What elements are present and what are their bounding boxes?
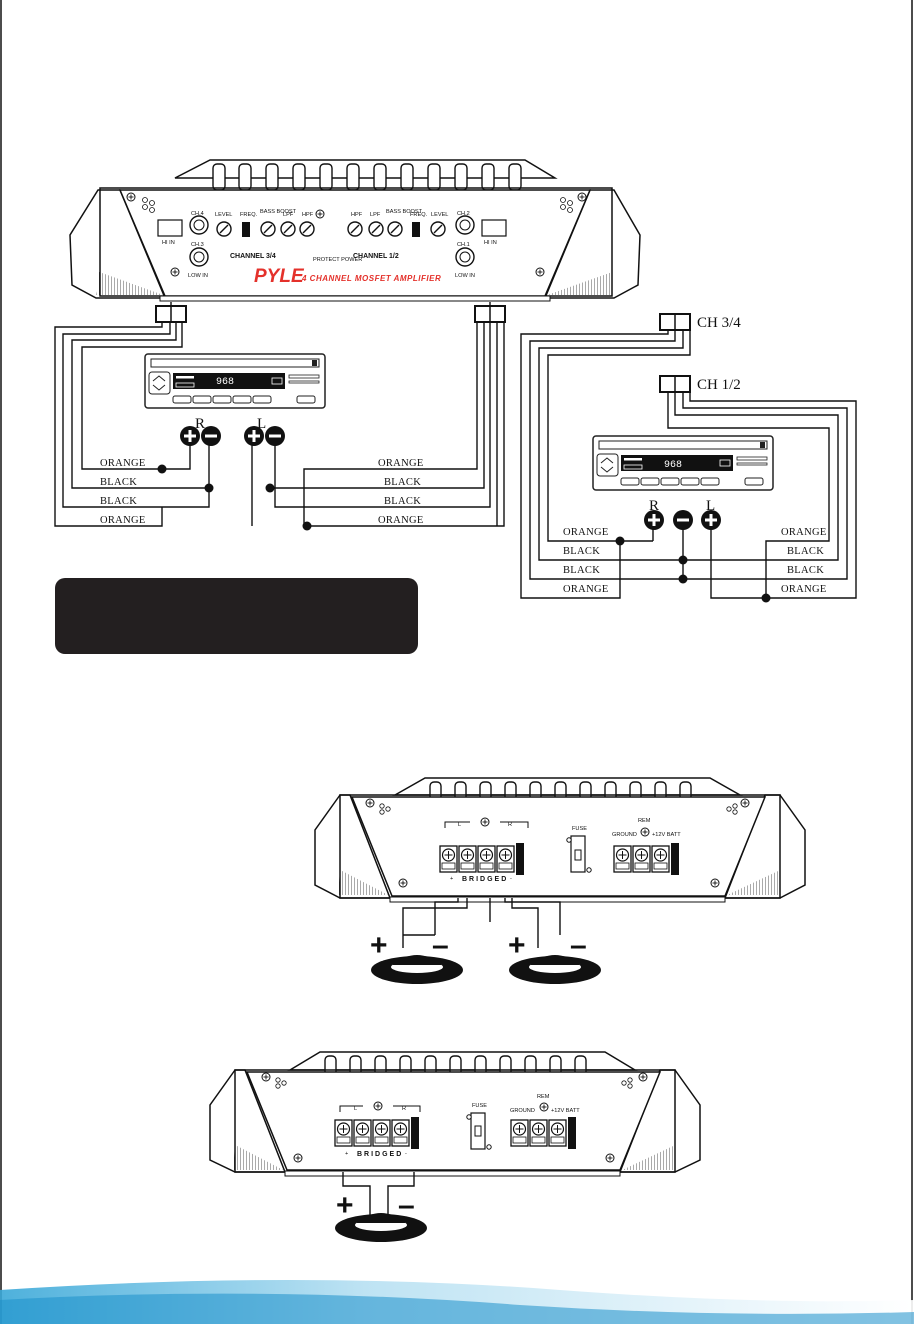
- bridged-minus-sign: –: [398, 1189, 415, 1222]
- mid-r-label: R: [508, 822, 512, 828]
- bridged-plus-sign: +: [336, 1189, 354, 1222]
- speaker-terminals-left-diagram: R L: [180, 416, 285, 446]
- head-unit-right: [592, 435, 774, 491]
- mid-ground-label: GROUND: [612, 832, 637, 838]
- bottom-rem-label: REM: [537, 1094, 550, 1100]
- hpf-label-right: HPF: [351, 212, 363, 218]
- low-in-label-right: LOW IN: [455, 273, 475, 279]
- wire-label-right-4: ORANGE: [378, 515, 424, 526]
- mid-batt-label: +12V BATT: [652, 832, 681, 838]
- bottom-minus-label: -: [405, 1151, 407, 1157]
- wire-label-r-left-3: BLACK: [563, 565, 600, 576]
- bass-boost-label-right: BASS BOOST: [386, 209, 423, 215]
- bottom-fuse-label: FUSE: [472, 1103, 487, 1109]
- ch1-label: CH.1: [457, 242, 470, 248]
- amplifier-rear-panel-bridged: L R + BRIDGED - FUSE REM GROUND +12V BAT…: [209, 1051, 701, 1177]
- head-unit-left: [144, 353, 326, 409]
- wire-label-left-4: ORANGE: [100, 515, 146, 526]
- freq-label-left: FREQ.: [240, 212, 258, 218]
- ch34-label: CH 3/4: [697, 315, 741, 331]
- wire-label-r-right-3: BLACK: [787, 565, 824, 576]
- wire-label-right-3: BLACK: [384, 496, 421, 507]
- amplifier-rear-panel-stereo: L R + BRIDGED - FUSE REM GROUND +12V BAT…: [314, 777, 806, 903]
- mid-minus-label: -: [510, 876, 512, 882]
- lpf-label-right: LPF: [370, 212, 381, 218]
- label-l-right: L: [706, 498, 715, 514]
- bottom-r-label: R: [402, 1106, 406, 1112]
- mid-plus-label: +: [450, 876, 453, 882]
- pyle-logo: PYLE: [254, 266, 305, 287]
- wire-label-left-2: BLACK: [100, 477, 137, 488]
- ch2-label: CH.2: [457, 211, 470, 217]
- mid-fuse-label: FUSE: [572, 826, 587, 832]
- wire-label-right-1: ORANGE: [378, 458, 424, 469]
- amplifier-front-panel: HI IN CH.4 CH.3 LOW IN LEVEL FREQ. BASS …: [69, 159, 641, 302]
- speaker-terminals-right-diagram: R L: [644, 498, 721, 530]
- head-unit-display-right: 968: [664, 460, 682, 471]
- freq-label-right: FREQ.: [410, 212, 428, 218]
- plug-ch34: [659, 313, 691, 331]
- protect-power-label: PROTECT POWER: [313, 257, 362, 263]
- amplifier-model-text: 4 CHANNEL MOSFET AMPLIFIER: [301, 274, 441, 283]
- plug-ch12: [659, 375, 691, 393]
- hi-in-label-left: HI IN: [162, 240, 175, 246]
- label-l-left: L: [257, 416, 266, 432]
- left-wiring-diagram: [54, 302, 505, 527]
- hi-in-label-right: HI IN: [484, 240, 497, 246]
- wire-label-right-2: BLACK: [384, 477, 421, 488]
- speaker-right-minus-sign: –: [570, 929, 587, 962]
- amp-plug-right: [474, 305, 506, 323]
- wire-label-left-1: ORANGE: [100, 458, 146, 469]
- channel-34-group-label: CHANNEL 3/4: [230, 253, 276, 260]
- bottom-batt-label: +12V BATT: [551, 1108, 580, 1114]
- bottom-plus-label: +: [345, 1151, 348, 1157]
- level-label-right: LEVEL: [431, 212, 448, 218]
- wire-label-r-left-4: ORANGE: [563, 584, 609, 595]
- mid-rem-label: REM: [638, 818, 651, 824]
- low-in-label-left: LOW IN: [188, 273, 208, 279]
- channel-12-group-label: CHANNEL 1/2: [353, 253, 399, 260]
- mid-bridged-label: BRIDGED: [462, 876, 508, 883]
- bottom-bridged-label: BRIDGED: [357, 1151, 403, 1158]
- wire-label-r-right-4: ORANGE: [781, 584, 827, 595]
- wire-label-r-left-2: BLACK: [563, 546, 600, 557]
- speaker-left-plus-sign: +: [370, 929, 388, 962]
- wire-label-r-left-1: ORANGE: [563, 527, 609, 538]
- ch3-label: CH.3: [191, 242, 204, 248]
- wire-label-r-right-2: BLACK: [787, 546, 824, 557]
- wire-label-left-3: BLACK: [100, 496, 137, 507]
- lpf-label-left: LPF: [283, 212, 294, 218]
- head-unit-display-left: 968: [216, 377, 234, 388]
- speaker-left-minus-sign: –: [432, 929, 449, 962]
- ch12-label: CH 1/2: [697, 377, 741, 393]
- amp-plug-left: [155, 305, 187, 323]
- ch4-label: CH.4: [191, 211, 204, 217]
- wire-label-r-right-1: ORANGE: [781, 527, 827, 538]
- label-r-left: R: [195, 416, 205, 432]
- level-label-left: LEVEL: [215, 212, 232, 218]
- hpf-label-left: HPF: [302, 212, 314, 218]
- stereo-speaker-wires: [402, 898, 561, 948]
- info-box: [55, 578, 418, 654]
- label-r-right: R: [649, 498, 659, 514]
- mid-l-label: L: [458, 822, 461, 828]
- speaker-right-plus-sign: +: [508, 929, 526, 962]
- bottom-ground-label: GROUND: [510, 1108, 535, 1114]
- bridged-speaker-wires: [342, 1172, 415, 1215]
- bottom-l-label: L: [354, 1106, 357, 1112]
- bass-boost-label-left: BASS BOOST: [260, 209, 297, 215]
- right-wiring-diagram: [520, 330, 857, 599]
